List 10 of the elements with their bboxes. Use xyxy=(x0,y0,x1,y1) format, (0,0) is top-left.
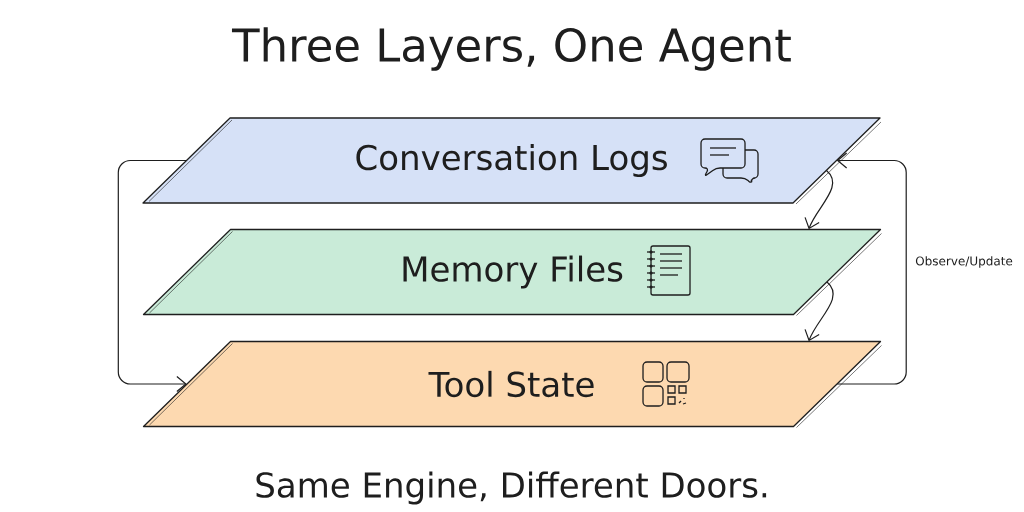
parallelogram-box: Conversation Logs xyxy=(142,117,882,205)
arrow xyxy=(804,169,834,230)
parallelogram-box: Tool State xyxy=(142,340,882,428)
arrow xyxy=(804,281,834,342)
title: Three Layers, One Agent xyxy=(231,27,791,71)
arrow xyxy=(117,159,187,393)
arrow xyxy=(836,152,907,385)
caption: Same Engine, Different Doors. xyxy=(256,471,767,505)
parallelogram-box: Memory Files xyxy=(142,228,882,316)
edge-label: Observe/Update xyxy=(913,254,1015,270)
